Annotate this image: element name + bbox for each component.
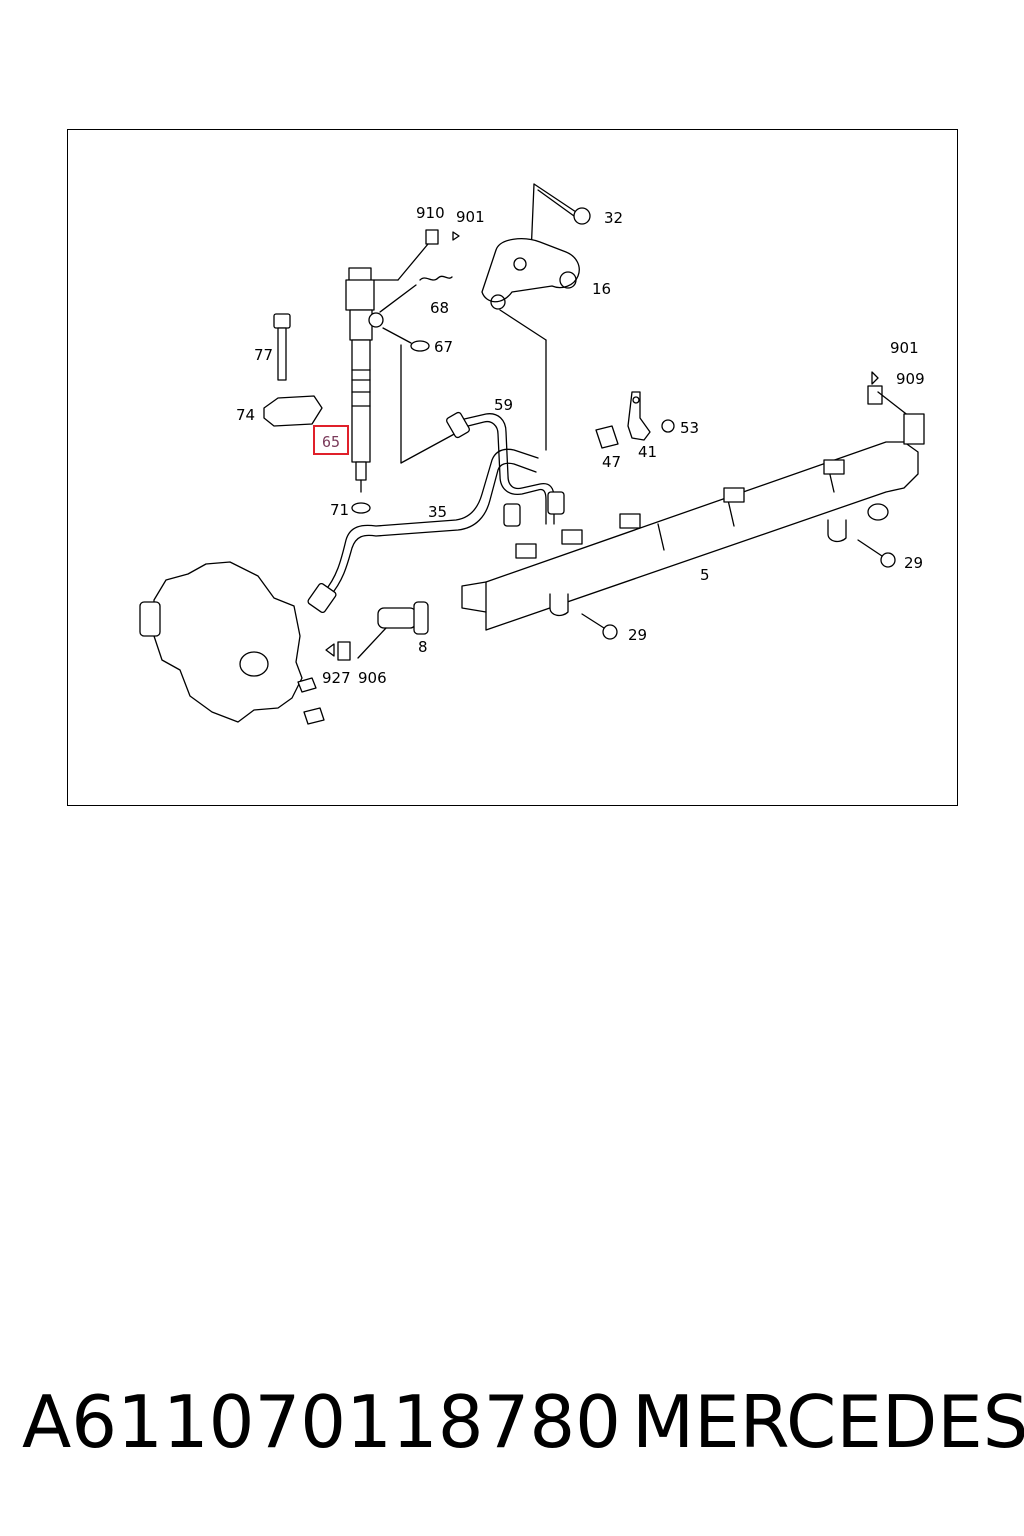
connector-910-drawing bbox=[425, 229, 439, 245]
callout-29-right: 29 bbox=[904, 554, 923, 572]
callout-5: 5 bbox=[700, 566, 710, 584]
highlight-box bbox=[313, 425, 349, 455]
bracket-41-drawing bbox=[627, 391, 651, 441]
bolt-77-drawing bbox=[273, 313, 291, 381]
bracket-16-drawing bbox=[481, 238, 580, 303]
callout-67: 67 bbox=[434, 338, 453, 356]
callout-47: 47 bbox=[602, 453, 621, 471]
callout-901-top: 901 bbox=[456, 208, 485, 226]
pipe-35-drawing bbox=[307, 448, 539, 614]
callout-927: 927 bbox=[322, 669, 351, 687]
callout-901-right: 901 bbox=[890, 339, 919, 357]
callout-59: 59 bbox=[494, 396, 513, 414]
callout-906: 906 bbox=[358, 669, 387, 687]
fuel-rail-5-drawing bbox=[461, 441, 919, 631]
callout-74: 74 bbox=[236, 406, 255, 424]
callout-71: 71 bbox=[330, 501, 349, 519]
callout-41: 41 bbox=[638, 443, 657, 461]
seal-67-drawing bbox=[410, 340, 430, 352]
washer-71-drawing bbox=[351, 502, 371, 514]
brand-name: MERCEDES bbox=[632, 1380, 1024, 1464]
callout-910: 910 bbox=[416, 204, 445, 222]
pump-drawing bbox=[153, 561, 303, 723]
callout-53: 53 bbox=[680, 419, 699, 437]
bolt-29-right-drawing bbox=[857, 539, 896, 568]
parts-diagram: 910 901 32 16 68 67 77 74 65 59 901 909 … bbox=[67, 129, 958, 806]
injector-drawing bbox=[345, 267, 459, 493]
part-number: A611070118780 bbox=[22, 1380, 621, 1464]
callout-8: 8 bbox=[418, 638, 428, 656]
callout-29-bottom: 29 bbox=[628, 626, 647, 644]
bolt-29-bottom-drawing bbox=[581, 613, 618, 640]
clamp-47-drawing bbox=[595, 425, 619, 449]
pressure-sensor-8-drawing bbox=[377, 601, 429, 635]
clamp-74-drawing bbox=[263, 395, 323, 427]
callout-35: 35 bbox=[428, 503, 447, 521]
nut-53-drawing bbox=[661, 419, 675, 433]
caption: A611070118780 MERCEDES bbox=[22, 1372, 1024, 1472]
clip-68-drawing bbox=[419, 275, 453, 281]
callout-909: 909 bbox=[896, 370, 925, 388]
sensor-909-drawing bbox=[867, 385, 883, 405]
callout-65: 65 bbox=[322, 433, 340, 451]
callout-68: 68 bbox=[430, 299, 449, 317]
callout-16: 16 bbox=[592, 280, 611, 298]
pipe-59-drawing bbox=[446, 411, 565, 525]
exploded-view-drawing: 910 901 32 16 68 67 77 74 65 59 901 909 … bbox=[139, 183, 925, 725]
callout-32: 32 bbox=[604, 209, 623, 227]
plug-901-drawing bbox=[452, 231, 460, 241]
callout-77: 77 bbox=[254, 346, 273, 364]
bolt-32-drawing bbox=[533, 183, 591, 225]
